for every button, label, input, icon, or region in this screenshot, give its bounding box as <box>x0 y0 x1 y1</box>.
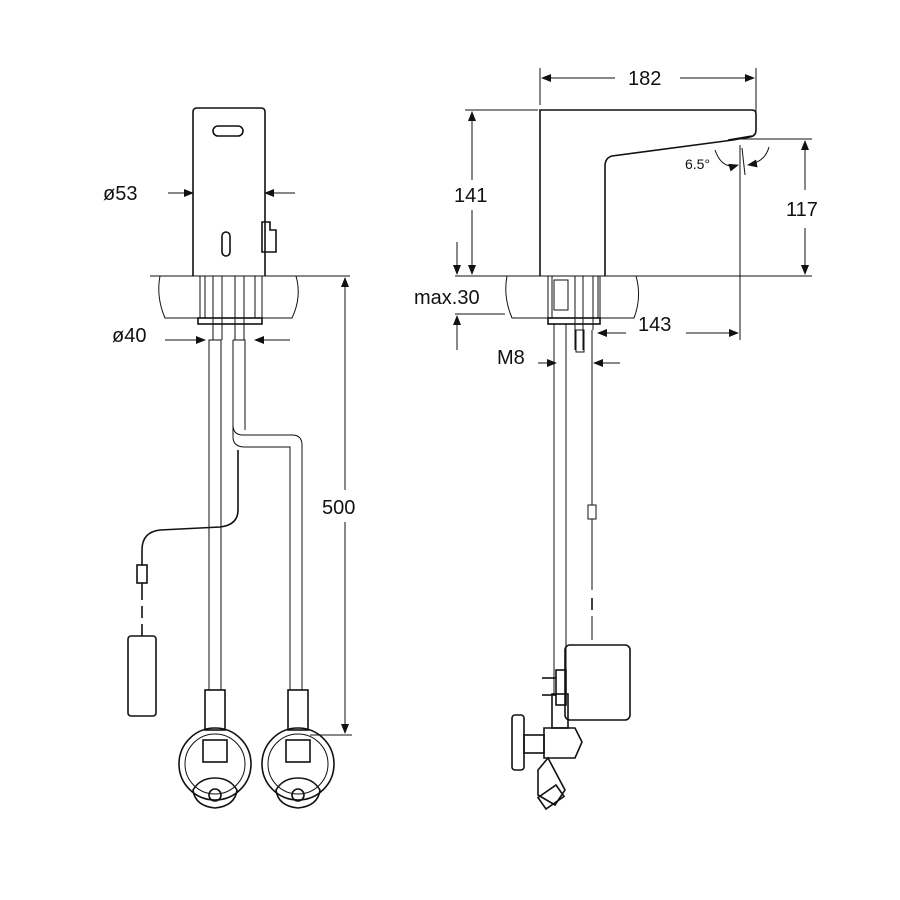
dimension-spout-height-117: 117 <box>735 138 818 275</box>
label-thread: M8 <box>497 347 525 369</box>
label-diameter-53: ø53 <box>103 183 137 205</box>
label-max-countertop: max.30 <box>414 287 480 309</box>
mounting-shank <box>197 275 263 340</box>
sensor-cable <box>127 450 239 717</box>
angle-valve-side <box>511 693 583 811</box>
supply-hoses <box>208 339 303 691</box>
label-width: 182 <box>628 68 661 90</box>
dimension-height-141: 141 <box>454 109 538 275</box>
dimension-max-countertop: max.30 <box>414 242 480 350</box>
dimension-spout-angle: 6.5° <box>685 145 770 340</box>
control-box <box>564 644 631 721</box>
sensor-cable-side <box>542 330 631 721</box>
faucet-body-front <box>192 107 277 276</box>
dimension-width-182: 182 <box>539 68 757 130</box>
dimension-hose-500: 500 <box>310 277 355 736</box>
label-hose-length: 500 <box>322 497 355 519</box>
angle-valve-left <box>178 689 252 809</box>
label-reach: 143 <box>638 314 671 336</box>
faucet-body-side <box>539 109 757 276</box>
dimension-diameter-53: ø53 <box>103 183 295 205</box>
angle-valve-right <box>261 689 335 809</box>
label-diameter-40: ø40 <box>112 325 146 347</box>
mounting-shank-side <box>547 275 601 353</box>
supply-hose-side <box>553 323 567 695</box>
front-view: ø53 ø40 500 <box>103 107 355 809</box>
countertop-section-side <box>455 275 812 319</box>
countertop-section <box>150 275 350 319</box>
label-height: 141 <box>454 185 487 207</box>
dimension-diameter-40: ø40 <box>112 325 290 347</box>
dimension-reach-143: 143 <box>597 314 739 337</box>
aerator-icon <box>212 125 244 137</box>
label-spout-height: 117 <box>786 199 818 221</box>
battery-cover <box>261 221 277 253</box>
sensor-window <box>221 231 231 257</box>
battery-box <box>127 635 157 717</box>
dimension-thread-m8: M8 <box>497 347 620 369</box>
side-view: 182 141 117 6.5° max.30 <box>414 68 818 811</box>
label-spout-angle: 6.5° <box>685 156 710 172</box>
